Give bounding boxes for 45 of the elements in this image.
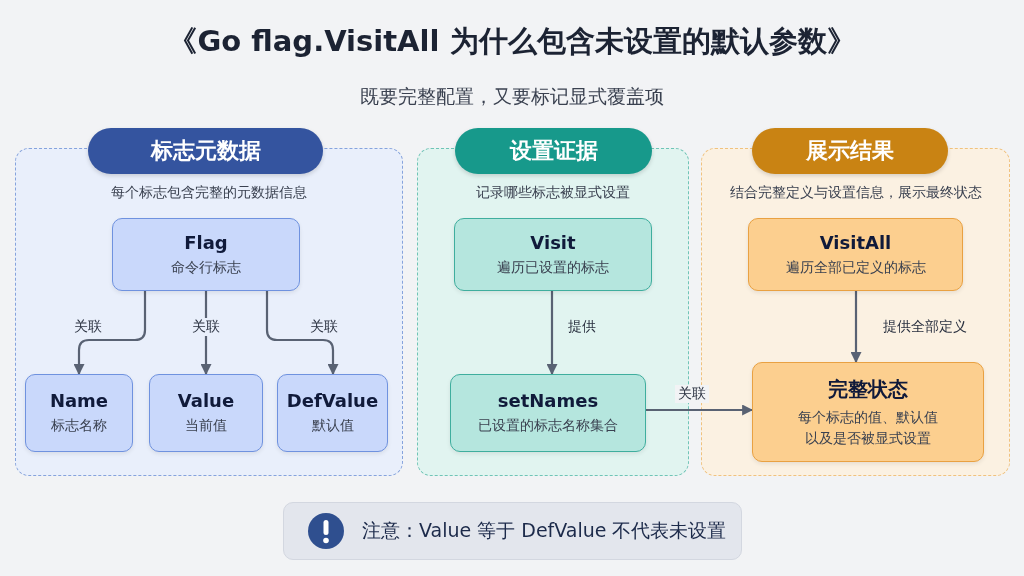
section-heading: 设置证据 [455, 128, 652, 174]
box-title: 完整状态 [828, 375, 908, 403]
box-description: 标志名称 [51, 416, 107, 435]
box-description: 命令行标志 [171, 257, 241, 277]
process-box [752, 362, 984, 462]
arrow [850, 291, 862, 364]
arrow [73, 291, 147, 376]
edge-label: 关联 [71, 318, 105, 336]
arrow [646, 404, 754, 416]
box-description: 已设置的标志名称集合 [478, 416, 618, 435]
box-description: 遍历全部已定义的标志 [785, 257, 926, 277]
box-description: 当前值 [185, 416, 227, 435]
process-box [25, 374, 133, 452]
section-description: 每个标志包含完整的元数据信息 [110, 184, 308, 202]
box-title: Value [177, 390, 235, 411]
box-title: DefValue [286, 390, 379, 411]
diagram-title: 《Go flag.VisitAll 为什么包含未设置的默认参数》 [167, 23, 857, 60]
section-description: 记录哪些标志被显式设置 [475, 184, 631, 202]
note-box [283, 502, 742, 560]
process-box [112, 218, 300, 291]
box-description: 每个标志的值、默认值以及是否被显式设置 [797, 407, 939, 448]
process-box [149, 374, 263, 452]
box-title: Visit [530, 231, 576, 253]
section-heading: 展示结果 [752, 128, 948, 174]
arrow [265, 291, 339, 376]
process-box [277, 374, 388, 452]
box-title: setNames [497, 390, 599, 411]
edge-label: 提供全部定义 [880, 318, 970, 336]
arrow [546, 291, 558, 376]
box-description: 遍历已设置的标志 [497, 257, 609, 277]
box-title: VisitAll [819, 231, 892, 253]
box-description: 默认值 [311, 416, 354, 435]
subtitle: 既要完整配置，又要标记显式覆盖项 [359, 84, 665, 109]
section-description: 结合完整定义与设置信息，展示最终状态 [728, 184, 983, 202]
edge-label: 关联 [189, 318, 223, 336]
section-heading: 标志元数据 [88, 128, 323, 174]
box-title: Flag [184, 231, 228, 253]
note-text: 注意：Value 等于 DefValue 不代表未设置 [362, 518, 727, 543]
edge-label: 提供 [565, 318, 599, 336]
edge-label: 关联 [675, 385, 709, 403]
process-box [748, 218, 963, 291]
process-box [454, 218, 652, 291]
edge-label: 关联 [307, 318, 341, 336]
box-title: Name [49, 390, 109, 411]
process-box [450, 374, 646, 452]
